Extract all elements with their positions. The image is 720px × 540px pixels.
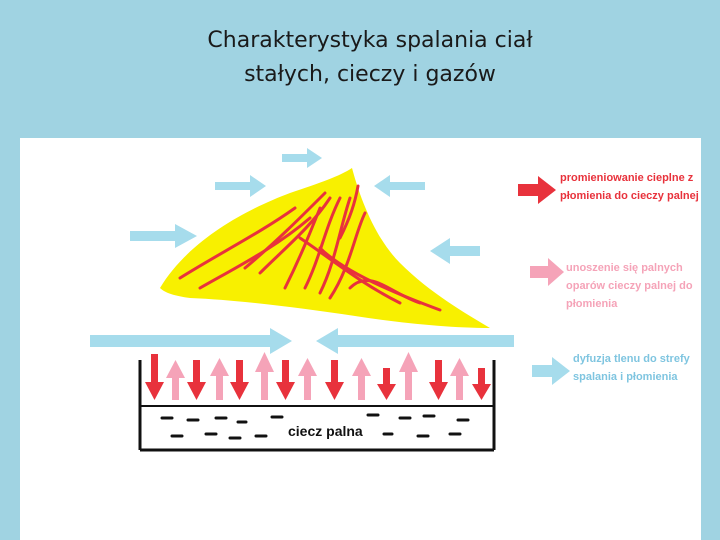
red-arrow-right-icon: [518, 176, 556, 204]
oxygen-arrow-upper-left: [215, 175, 266, 197]
slide-title-line-1: Charakterystyka spalania ciał: [207, 28, 533, 53]
heat-arrow: [472, 368, 491, 400]
legend-heat-radiation-label: promieniowanie cieplne z płomienia do ci…: [560, 172, 699, 202]
liquid-label: ciecz palna: [288, 423, 363, 439]
slide-title-line-2: stałych, cieczy i gazów: [244, 62, 496, 87]
vapor-arrows: [166, 352, 469, 400]
liquid-container: [138, 360, 496, 452]
heat-arrow: [187, 360, 206, 400]
vapor-arrow: [210, 358, 229, 400]
oxygen-arrow-upper-right: [374, 175, 425, 197]
flame-streaks: [178, 184, 442, 312]
vapor-arrow: [255, 352, 274, 400]
oxygen-arrow-low-right: [316, 328, 514, 354]
flame-shape: [160, 168, 490, 328]
vapor-arrow: [166, 360, 185, 400]
legend-vapor-rise-label: unoszenie się palnych oparów cieczy paln…: [566, 262, 693, 310]
heat-arrow: [276, 360, 295, 400]
oxygen-arrow-top: [282, 148, 322, 168]
oxygen-arrow-mid-left: [130, 224, 197, 248]
liquid-dashes: [160, 413, 470, 440]
heat-arrow: [325, 360, 344, 400]
oxygen-arrow-mid-right: [430, 238, 480, 264]
pink-arrow-right-icon: [530, 258, 564, 286]
heat-arrow: [377, 368, 396, 400]
combustion-diagram: [90, 148, 570, 452]
blue-arrow-right-icon: [532, 357, 570, 385]
vapor-arrow: [399, 352, 418, 400]
heat-arrow: [429, 360, 448, 400]
heat-arrow: [230, 360, 249, 400]
oxygen-arrow-low-left: [90, 328, 292, 354]
diagram-panel: promieniowanie cieplne z płomienia do ci…: [20, 138, 701, 540]
slide-title: Charakterystyka spalania ciał stałych, c…: [0, 24, 720, 92]
legend-oxygen-diffusion-label: dyfuzja tlenu do strefy spalania i płomi…: [573, 353, 690, 383]
oxygen-arrows: [90, 148, 514, 354]
heat-arrows: [145, 354, 491, 400]
heat-arrow: [145, 354, 164, 400]
vapor-arrow: [352, 358, 371, 400]
vapor-arrow: [298, 358, 317, 400]
vapor-arrow: [450, 358, 469, 400]
